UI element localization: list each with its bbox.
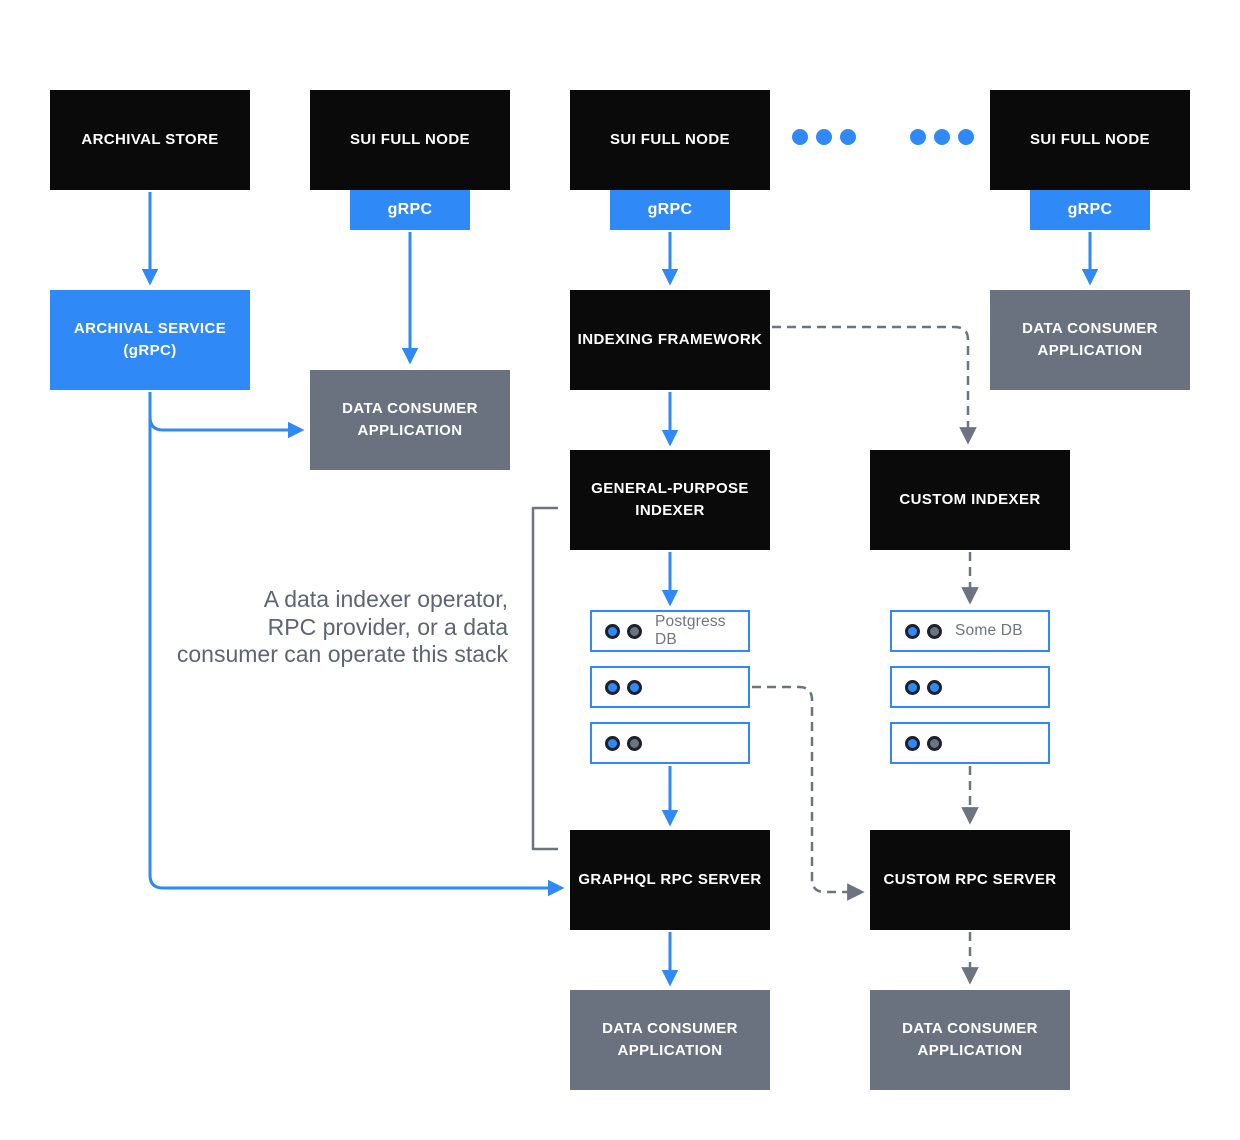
node-label: GENERAL-PURPOSE INDEXER — [591, 479, 749, 520]
db-row — [890, 722, 1050, 764]
status-dot-gray-icon — [927, 735, 942, 751]
status-dot-gray-icon — [627, 735, 642, 751]
grpc-port-tab-3: gRPC — [1030, 190, 1150, 230]
db-row-some-db: Some DB — [890, 610, 1050, 652]
status-dot-blue-icon — [927, 679, 942, 695]
node-graphql-rpc-server: GRAPHQL RPC SERVER — [570, 830, 770, 930]
node-label: SUI FULL NODE — [350, 130, 470, 148]
status-dot-blue-icon — [905, 623, 920, 639]
grpc-label: gRPC — [1067, 201, 1113, 218]
status-dot-blue-icon — [905, 679, 920, 695]
db-row-label: Postgress DB — [655, 613, 726, 648]
node-label: SUI FULL NODE — [610, 130, 730, 148]
node-indexing-framework: INDEXING FRAMEWORK — [570, 290, 770, 390]
node-label: GRAPHQL RPC SERVER — [578, 870, 762, 888]
db-row — [590, 722, 750, 764]
node-sui-full-node-2: SUI FULL NODE — [570, 90, 770, 190]
node-label: DATA CONSUMER APPLICATION — [342, 399, 478, 440]
grpc-label: gRPC — [647, 201, 693, 218]
status-dot-gray-icon — [927, 623, 942, 639]
node-archival-service: ARCHIVAL SERVICE (gRPC) — [50, 290, 250, 390]
arrow-archival-service-to-consumer — [148, 392, 305, 439]
db-row — [890, 666, 1050, 708]
status-dot-blue-icon — [605, 679, 620, 695]
node-label: INDEXING FRAMEWORK — [577, 330, 763, 348]
node-data-consumer-app-right: DATA CONSUMER APPLICATION — [990, 290, 1190, 390]
grpc-port-tab-2: gRPC — [610, 190, 730, 230]
node-sui-full-node-3: SUI FULL NODE — [990, 90, 1190, 190]
node-data-consumer-app-bottom-right: DATA CONSUMER APPLICATION — [870, 990, 1070, 1090]
dashed-framework-to-custom-indexer — [772, 325, 977, 445]
db-row — [590, 666, 750, 708]
node-data-consumer-app-left: DATA CONSUMER APPLICATION — [310, 370, 510, 470]
grpc-label: gRPC — [387, 201, 433, 218]
ellipsis-dots-icon — [792, 129, 974, 145]
node-label: CUSTOM INDEXER — [899, 490, 1041, 508]
node-general-purpose-indexer: GENERAL-PURPOSE INDEXER — [570, 450, 770, 550]
node-archival-store: ARCHIVAL STORE — [50, 90, 250, 190]
status-dot-blue-icon — [627, 679, 642, 695]
status-dot-blue-icon — [905, 735, 920, 751]
node-data-consumer-app-bottom-left: DATA CONSUMER APPLICATION — [570, 990, 770, 1090]
node-label: ARCHIVAL STORE — [81, 130, 219, 148]
dot-icon — [840, 129, 856, 145]
node-label: ARCHIVAL SERVICE (gRPC) — [73, 319, 227, 360]
dot-icon — [934, 129, 950, 145]
dot-icon — [910, 129, 926, 145]
db-row-label: Some DB — [955, 622, 1023, 639]
status-dot-gray-icon — [627, 623, 642, 639]
status-dot-blue-icon — [605, 735, 620, 751]
stack-group-bracket — [531, 506, 558, 851]
node-custom-indexer: CUSTOM INDEXER — [870, 450, 1070, 550]
node-label: SUI FULL NODE — [1030, 130, 1150, 148]
db-row-postgress: Postgress DB — [590, 610, 750, 652]
node-label: DATA CONSUMER APPLICATION — [902, 1019, 1038, 1060]
node-sui-full-node-1: SUI FULL NODE — [310, 90, 510, 190]
node-label: CUSTOM RPC SERVER — [883, 870, 1057, 888]
grpc-port-tab-1: gRPC — [350, 190, 470, 230]
node-label: DATA CONSUMER APPLICATION — [602, 1019, 738, 1060]
dot-icon — [816, 129, 832, 145]
stack-annotation-text: A data indexer operator, RPC provider, o… — [176, 586, 508, 668]
status-dot-blue-icon — [605, 623, 620, 639]
dot-icon — [958, 129, 974, 145]
dot-icon — [792, 129, 808, 145]
node-custom-rpc-server: CUSTOM RPC SERVER — [870, 830, 1070, 930]
node-label: DATA CONSUMER APPLICATION — [1022, 319, 1158, 360]
